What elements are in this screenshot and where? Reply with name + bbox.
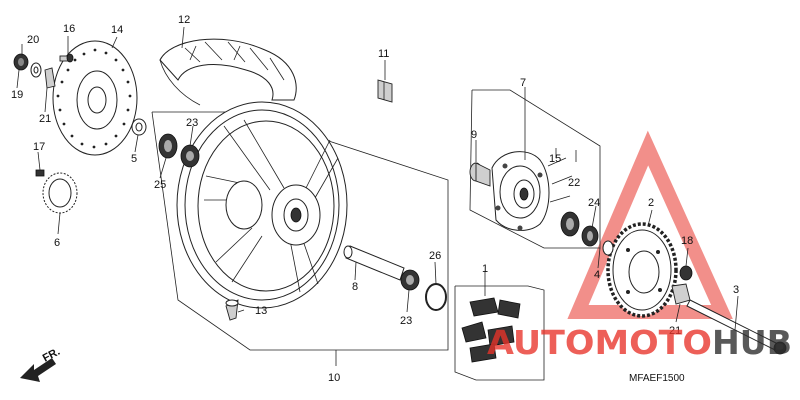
- label-19: 19: [11, 89, 23, 101]
- label-8: 8: [352, 281, 358, 293]
- label-21-left: 21: [39, 113, 51, 125]
- watermark-text: AUTOMOTO HUB: [487, 323, 792, 362]
- chain-clip: [377, 79, 393, 103]
- label-7: 7: [520, 77, 526, 89]
- label-14: 14: [111, 24, 123, 36]
- label-1: 1: [482, 263, 488, 275]
- label-15: 15: [549, 153, 561, 165]
- label-25: 25: [154, 179, 166, 191]
- label-16: 16: [63, 23, 75, 35]
- axle-nut-and-shaft: [671, 265, 787, 355]
- label-13: 13: [255, 305, 267, 317]
- label-3: 3: [733, 284, 739, 296]
- label-21-right: 21: [669, 325, 681, 337]
- rear-tire: [159, 38, 297, 106]
- final-driven-flange: [469, 151, 599, 247]
- svg-text:HUB: HUB: [712, 323, 792, 362]
- label-22: 22: [568, 177, 580, 189]
- label-18: 18: [681, 235, 693, 247]
- label-26: 26: [429, 250, 441, 262]
- label-10: 10: [328, 372, 340, 384]
- driven-sprocket: [602, 222, 678, 318]
- part-labels: 20 16 14 19 21 17 6 12 5 23 25 11 7 9 15…: [11, 14, 739, 384]
- rear-wheel: [176, 101, 348, 309]
- label-9: 9: [471, 129, 477, 141]
- label-23-left: 23: [186, 117, 198, 129]
- label-12: 12: [178, 14, 190, 26]
- wheel-dampers: [461, 297, 521, 363]
- label-6: 6: [54, 237, 60, 249]
- leader-lines: [16, 26, 739, 366]
- pulser-ring: [35, 169, 78, 214]
- label-24: 24: [588, 197, 600, 209]
- label-23-right: 23: [400, 315, 412, 327]
- label-17: 17: [33, 141, 45, 153]
- label-20: 20: [27, 34, 39, 46]
- air-valve: [225, 299, 239, 321]
- label-2: 2: [648, 197, 654, 209]
- svg-text:AUTOMOTO: AUTOMOTO: [487, 323, 712, 362]
- label-11: 11: [378, 48, 389, 60]
- left-bearings: [131, 118, 200, 168]
- front-direction-arrow: [20, 358, 56, 382]
- label-4: 4: [594, 269, 600, 281]
- diagram-code: MFAEF1500: [629, 373, 685, 384]
- axle-collar: [343, 245, 447, 311]
- disc-fasteners: [13, 53, 74, 89]
- front-marker-label: FR.: [41, 346, 62, 365]
- brake-disc: [52, 40, 138, 156]
- label-5: 5: [131, 153, 137, 165]
